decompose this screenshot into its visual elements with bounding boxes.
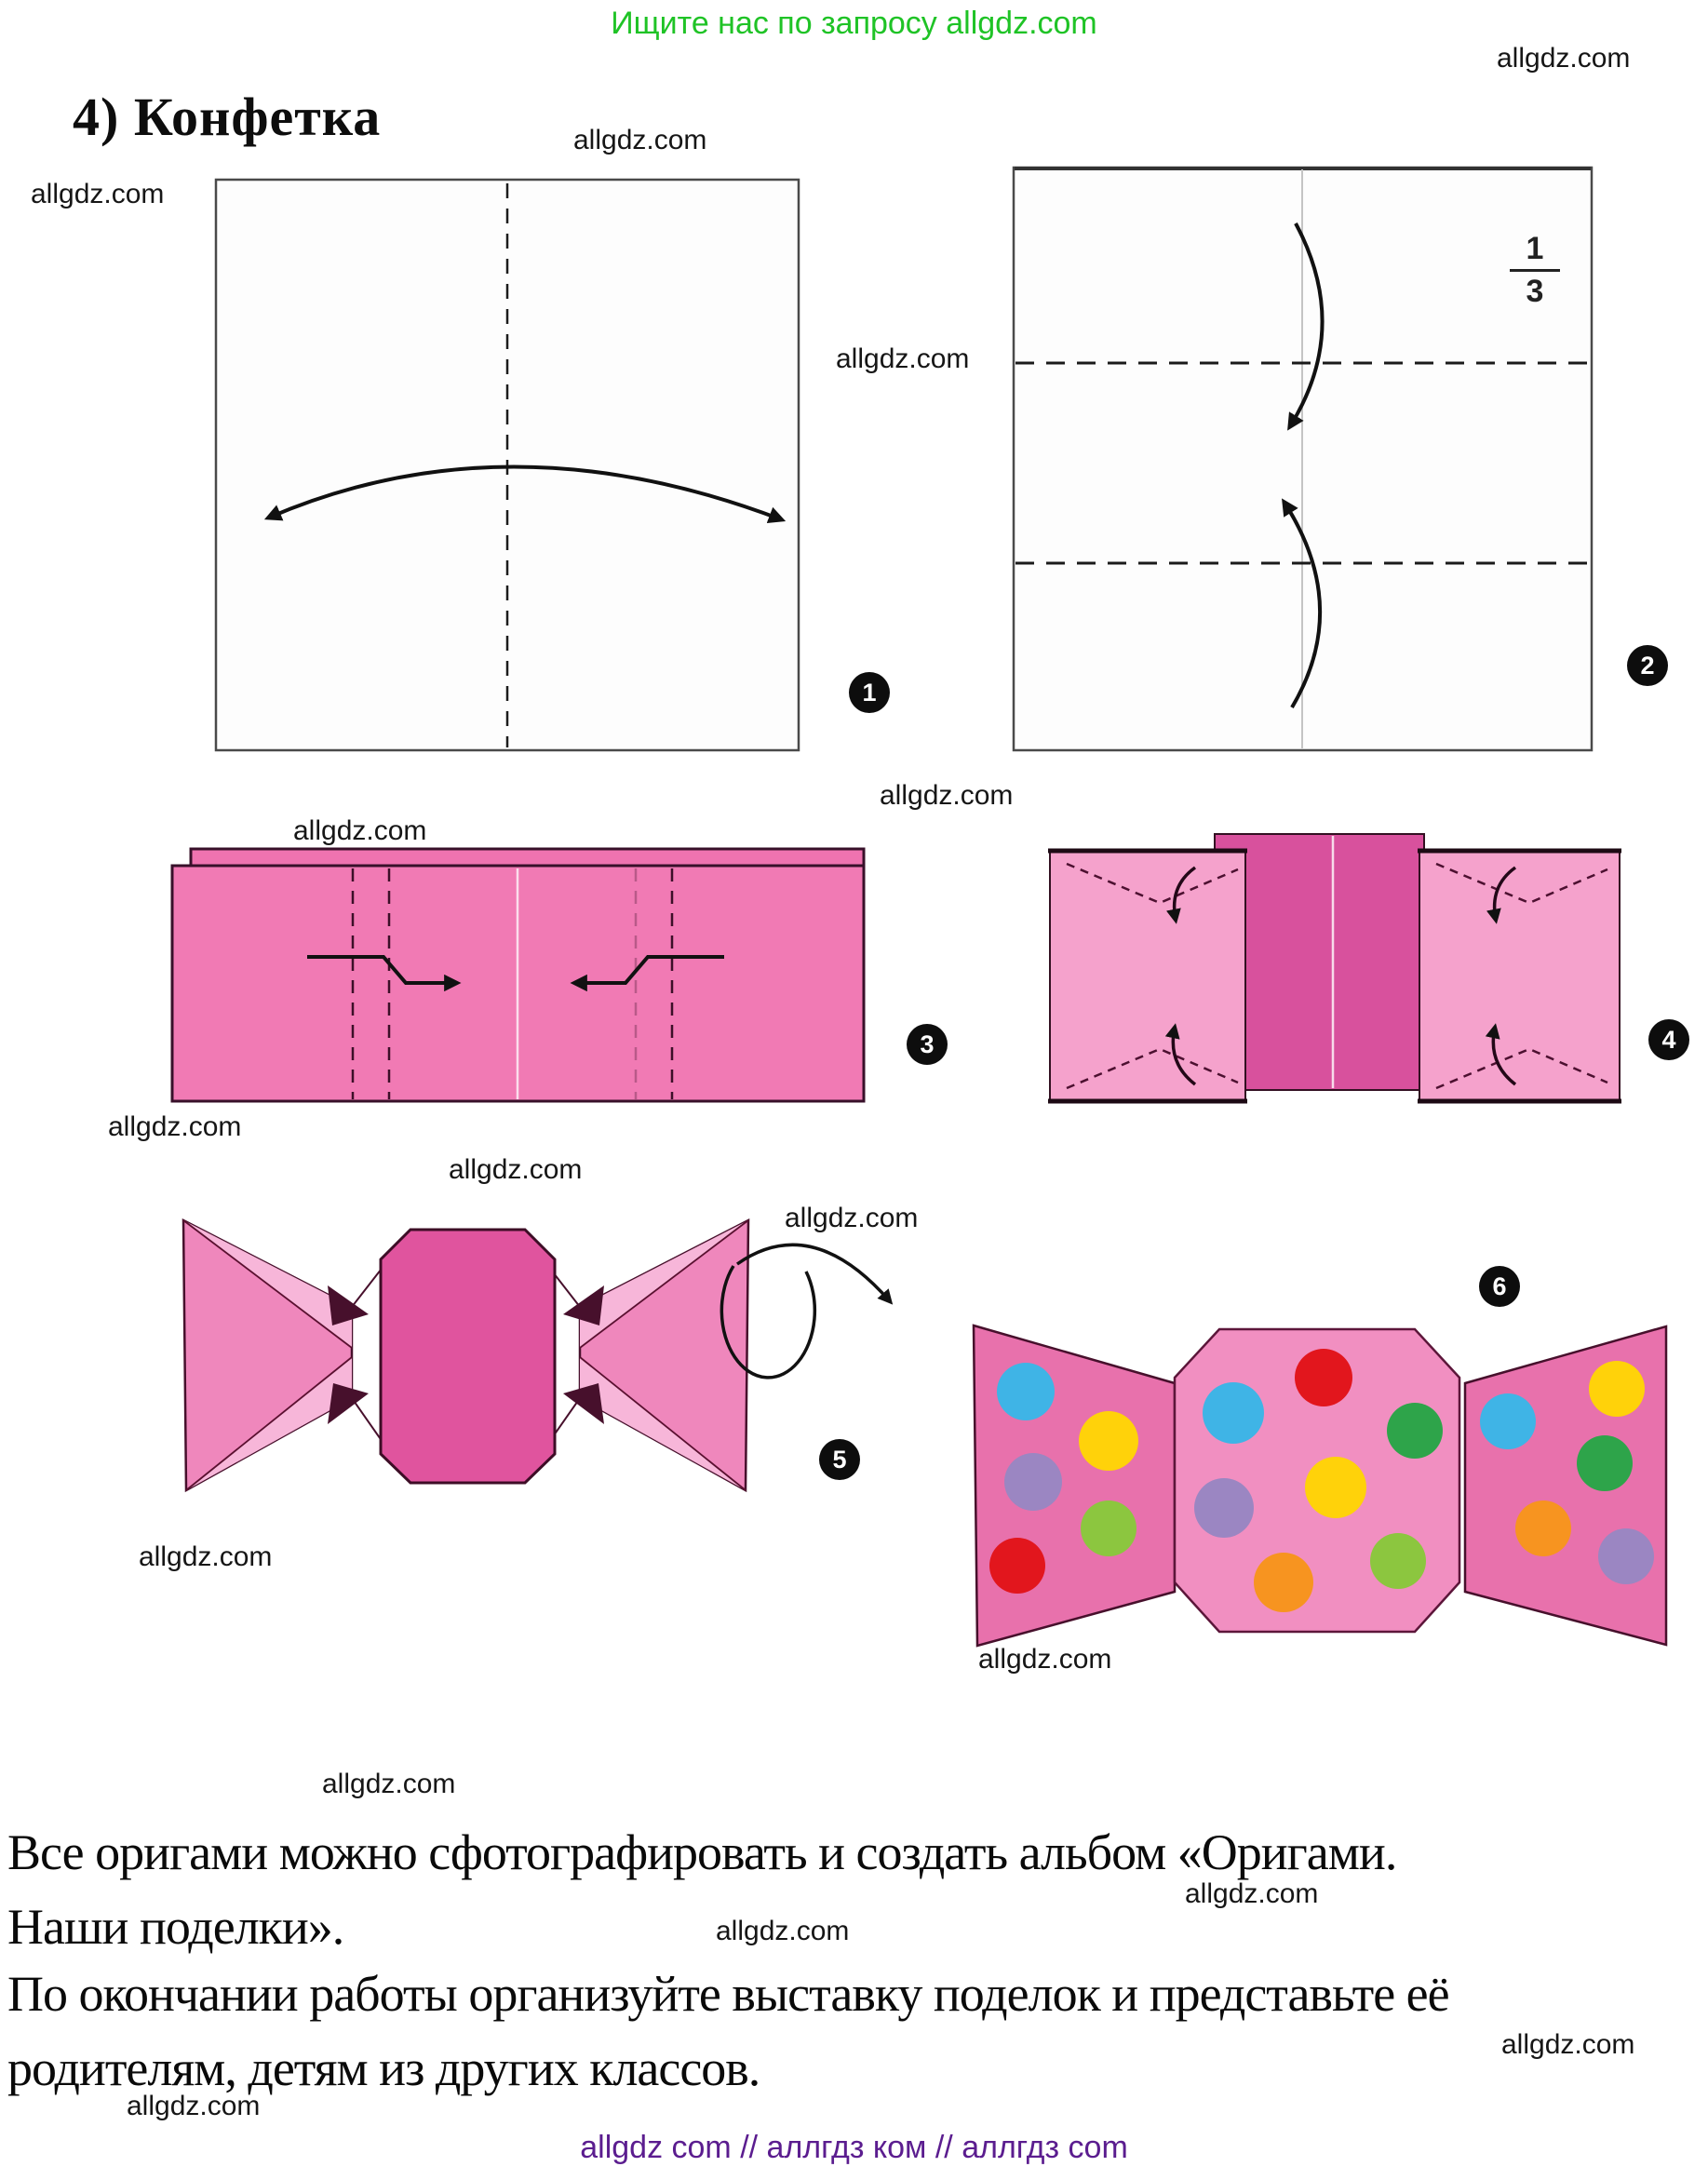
watermark: allgdz.com xyxy=(573,125,707,155)
watermark: allgdz.com xyxy=(1497,43,1631,74)
watermark: allgdz.com xyxy=(1185,1878,1319,1909)
fold-unfold-arrow xyxy=(263,464,787,524)
page-title: 4) Конфетка xyxy=(73,87,382,147)
watermark: allgdz.com xyxy=(978,1644,1112,1675)
step5-bow-turnover-diagram xyxy=(182,1218,894,1493)
step1-square-fold-diagram xyxy=(214,178,800,752)
diagonal-fold-line xyxy=(1435,1047,1608,1090)
candy-center xyxy=(379,1228,557,1485)
watermark: allgdz.com xyxy=(127,2091,261,2121)
watermark: allgdz.com xyxy=(716,1916,850,1946)
watermark: allgdz.com xyxy=(836,343,970,374)
watermark: allgdz.com xyxy=(449,1154,583,1185)
watermark: allgdz.com xyxy=(322,1769,456,1799)
fraction-denominator: 3 xyxy=(1526,274,1544,309)
promo-banner-text: Ищите нас по запросу allgdz.com xyxy=(611,6,1097,41)
watermark: allgdz.com xyxy=(108,1111,242,1142)
polka-dots xyxy=(989,1349,1654,1612)
step2-thirds-fold-diagram xyxy=(1012,166,1594,752)
paragraph-line: родителям, детям из других классов. xyxy=(7,2040,760,2096)
fraction-numerator: 1 xyxy=(1510,231,1560,272)
turn-over-arrow xyxy=(735,1243,894,1305)
pleat-arrow-left xyxy=(570,955,724,992)
step3-pleat-strip-diagram xyxy=(170,847,866,1103)
watermark: allgdz.com xyxy=(1501,2029,1635,2060)
step-badge-4: 4 xyxy=(1648,1019,1689,1060)
paragraph-line: Все оригами можно сфотографировать и соз… xyxy=(7,1824,1397,1880)
pleat-arrow-right xyxy=(307,955,462,992)
fold-down-arrow xyxy=(1287,222,1325,431)
step-badge-3: 3 xyxy=(907,1024,948,1065)
step6-finished-candy-diagram xyxy=(972,1324,1668,1648)
step-badge-1: 1 xyxy=(849,672,890,713)
watermark: allgdz.com xyxy=(139,1541,273,1572)
fold-up-arrow xyxy=(1282,498,1322,709)
step-badge-6: 6 xyxy=(1479,1266,1520,1307)
fold-down-arrow xyxy=(1165,866,1197,924)
watermark: allgdz.com xyxy=(31,179,165,209)
step4-corner-folds-diagram xyxy=(1048,833,1621,1104)
watermark: allgdz.com xyxy=(880,780,1014,811)
paragraph-line: Наши поделки». xyxy=(7,1899,344,1955)
turn-over-loop xyxy=(720,1265,817,1379)
one-third-label: 1 3 xyxy=(1510,231,1560,310)
fold-down-arrow xyxy=(1486,866,1517,924)
fold-up-arrow xyxy=(1164,1023,1197,1086)
footer-site-aliases: allgdz com // аллгдз ком // аллгдз com xyxy=(580,2130,1128,2165)
paragraph-line: По окончании работы организуйте выставку… xyxy=(7,1966,1450,2022)
watermark: allgdz.com xyxy=(785,1203,919,1233)
paragraph-exhibition: По окончании работы организуйте выставку… xyxy=(7,1957,1692,2106)
fold-up-arrow xyxy=(1485,1023,1517,1086)
step-badge-2: 2 xyxy=(1627,645,1668,686)
diagonal-fold-line xyxy=(1435,862,1608,905)
step-badge-5: 5 xyxy=(819,1439,860,1480)
paragraph-album: Все оригами можно сфотографировать и соз… xyxy=(7,1815,1692,1964)
diagonal-fold-line xyxy=(1066,862,1239,905)
diagonal-fold-line xyxy=(1066,1047,1239,1090)
watermark: allgdz.com xyxy=(293,815,427,846)
